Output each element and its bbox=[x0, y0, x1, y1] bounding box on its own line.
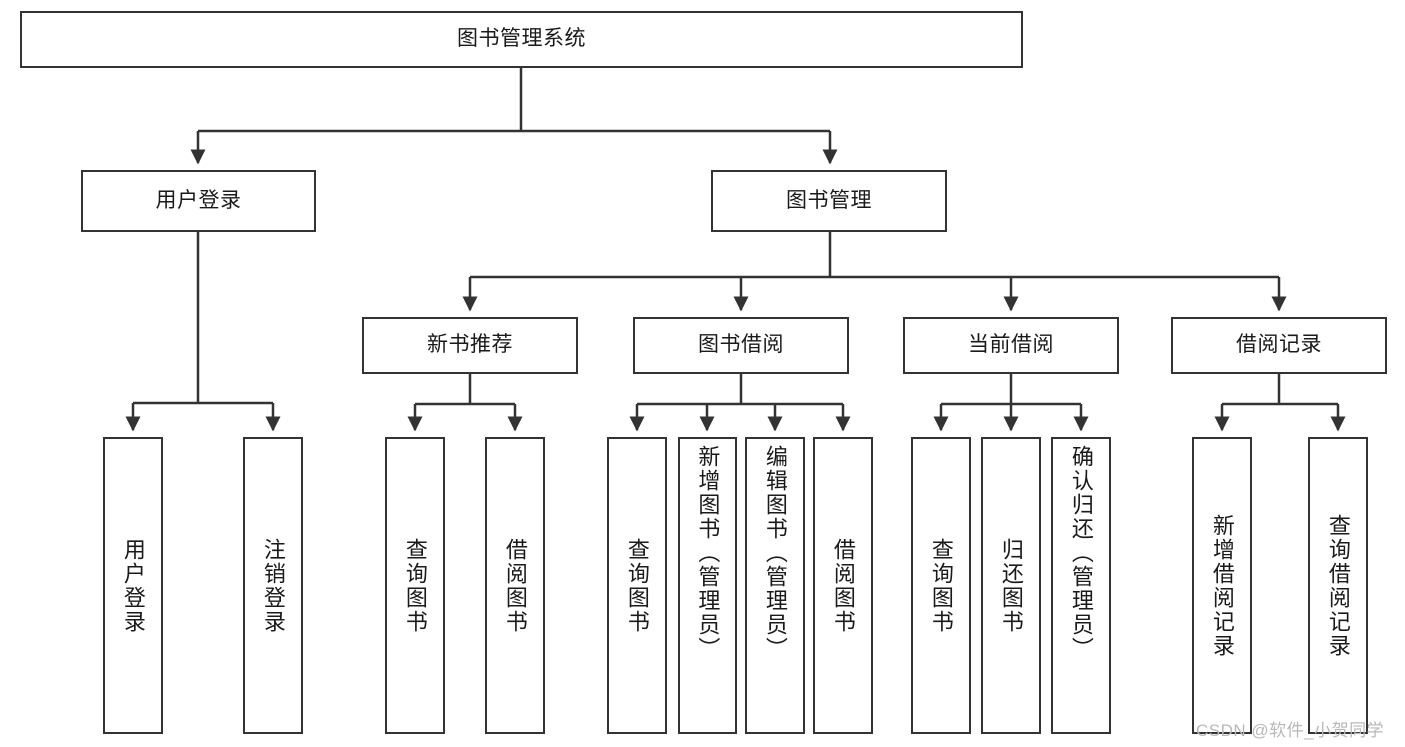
node-label: 当前借阅 bbox=[968, 333, 1054, 357]
node-leaf-user-login[interactable]: 用户登录 bbox=[103, 437, 163, 734]
node-leaf-confirm-return-admin[interactable]: 确认归还（管理员） bbox=[1051, 437, 1111, 734]
node-label: 借阅图书 bbox=[502, 537, 528, 634]
node-current-borrow[interactable]: 当前借阅 bbox=[903, 317, 1119, 374]
node-new-book-recommendation[interactable]: 新书推荐 bbox=[362, 317, 578, 374]
node-label: 新书推荐 bbox=[427, 333, 513, 357]
node-borrow-record[interactable]: 借阅记录 bbox=[1171, 317, 1387, 374]
node-label: 图书借阅 bbox=[698, 333, 784, 357]
node-book-borrow[interactable]: 图书借阅 bbox=[633, 317, 849, 374]
node-leaf-add-borrow-record[interactable]: 新增借阅记录 bbox=[1192, 437, 1252, 734]
node-label: 新增借阅记录 bbox=[1209, 513, 1235, 658]
node-root-book-management-system[interactable]: 图书管理系统 bbox=[20, 11, 1023, 68]
node-leaf-query-books-borrow[interactable]: 查询图书 bbox=[607, 437, 667, 734]
node-leaf-borrow-books-recommend[interactable]: 借阅图书 bbox=[485, 437, 545, 734]
node-label: 查询图书 bbox=[928, 537, 954, 634]
node-label: 用户登录 bbox=[120, 537, 146, 634]
node-leaf-return-books[interactable]: 归还图书 bbox=[981, 437, 1041, 734]
node-leaf-query-books-current[interactable]: 查询图书 bbox=[911, 437, 971, 734]
node-leaf-query-books-recommend[interactable]: 查询图书 bbox=[385, 437, 445, 734]
node-leaf-borrow-books[interactable]: 借阅图书 bbox=[813, 437, 873, 734]
node-label: 图书管理系统 bbox=[457, 27, 586, 51]
node-label: 查询图书 bbox=[624, 537, 650, 634]
csdn-watermark: CSDN @软件_小贺同学 bbox=[1196, 721, 1385, 740]
node-user-login[interactable]: 用户登录 bbox=[81, 170, 316, 232]
node-label: 新增图书（管理员） bbox=[695, 445, 721, 661]
node-label: 确认归还（管理员） bbox=[1068, 445, 1094, 661]
node-leaf-logout[interactable]: 注销登录 bbox=[243, 437, 303, 734]
node-label: 借阅记录 bbox=[1236, 333, 1322, 357]
node-leaf-query-borrow-record[interactable]: 查询借阅记录 bbox=[1308, 437, 1368, 734]
node-label: 图书管理 bbox=[786, 188, 872, 212]
node-label: 借阅图书 bbox=[830, 537, 856, 634]
node-label: 用户登录 bbox=[155, 188, 242, 212]
node-label: 编辑图书（管理员） bbox=[762, 445, 788, 661]
node-label: 注销登录 bbox=[260, 537, 286, 634]
node-label: 归还图书 bbox=[998, 537, 1024, 634]
node-leaf-add-book-admin[interactable]: 新增图书（管理员） bbox=[678, 437, 737, 734]
node-label: 查询借阅记录 bbox=[1325, 513, 1351, 658]
node-book-management[interactable]: 图书管理 bbox=[711, 170, 947, 232]
node-leaf-edit-book-admin[interactable]: 编辑图书（管理员） bbox=[745, 437, 805, 734]
node-label: 查询图书 bbox=[402, 537, 428, 634]
